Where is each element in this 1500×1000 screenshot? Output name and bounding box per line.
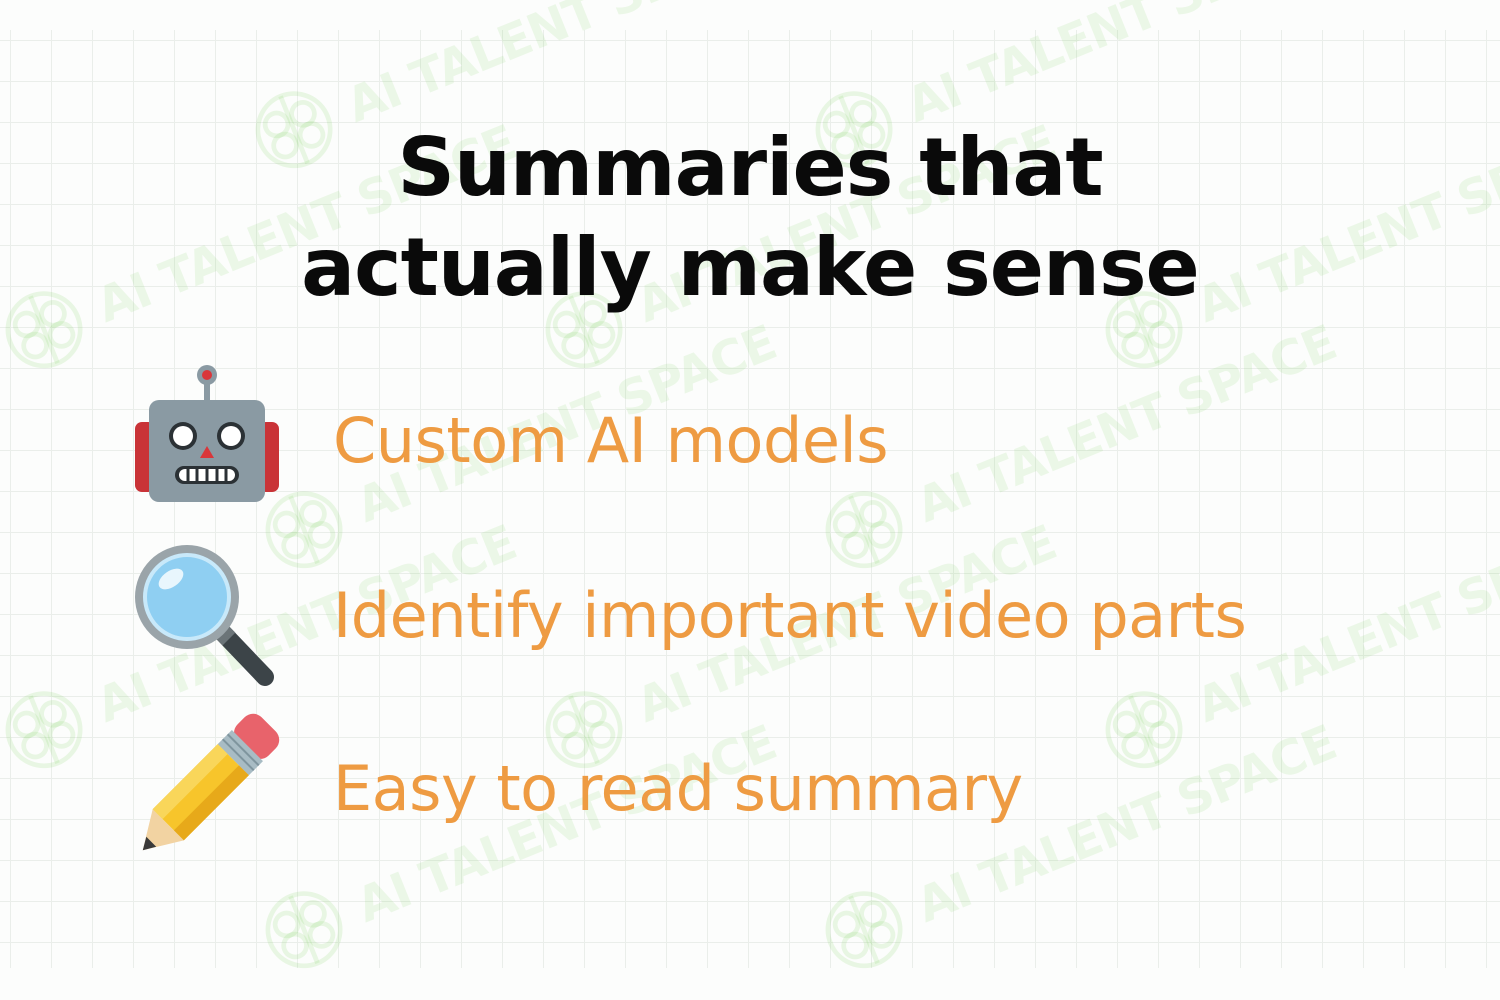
title-line-1: Summaries that xyxy=(397,121,1103,214)
magnifying-glass-icon xyxy=(135,545,274,686)
feature-label: Easy to read summary xyxy=(333,751,1023,825)
title-line-2: actually make sense xyxy=(301,221,1200,314)
feature-item-easy-summary: Easy to read summary xyxy=(125,708,1023,868)
feature-label: Custom AI models xyxy=(333,403,889,477)
feature-item-custom-ai-models: Custom AI models xyxy=(125,360,889,520)
pencil-icon xyxy=(142,713,280,851)
feature-label: Identify important video parts xyxy=(333,578,1247,652)
page-title: Summaries that actually make sense xyxy=(0,118,1500,318)
robot-icon xyxy=(135,365,279,502)
feature-item-identify-video-parts: Identify important video parts xyxy=(125,535,1247,695)
